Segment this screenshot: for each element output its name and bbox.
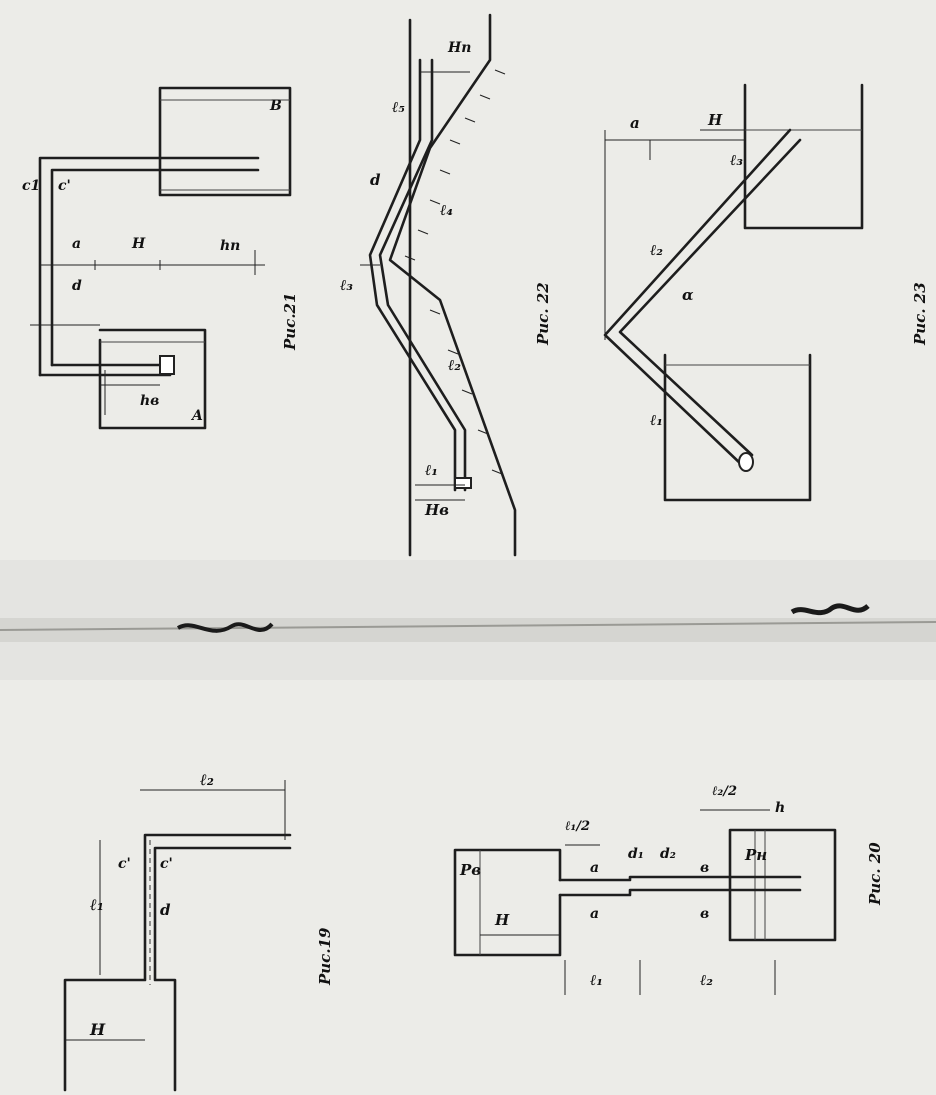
label-hn: hп	[220, 238, 240, 254]
label-l2: ℓ₂	[650, 241, 663, 259]
label-a: a	[72, 236, 81, 252]
label-l4: ℓ₄	[440, 201, 453, 219]
label-a-top: a	[590, 860, 599, 876]
label-Hn: Hп	[447, 40, 471, 56]
label-a-bot: a	[590, 906, 599, 922]
label-c1: c'	[118, 856, 131, 872]
label-l1: ℓ₁	[650, 411, 663, 429]
label-B: B	[269, 98, 282, 114]
label-l3: ℓ₃	[730, 151, 743, 169]
label-l1half: ℓ₁/2	[565, 819, 590, 834]
caption-fig21: Рис.21	[281, 293, 299, 351]
label-b-bot: в	[700, 906, 709, 922]
label-l5: ℓ₅	[392, 98, 405, 116]
label-l2half: ℓ₂/2	[712, 784, 737, 799]
label-l1: ℓ₁	[590, 971, 603, 989]
label-b-top: в	[700, 860, 709, 876]
label-H: H	[494, 911, 510, 929]
label-l2: ℓ₂	[700, 971, 713, 989]
label-H: H	[89, 1020, 106, 1039]
label-A: A	[190, 408, 203, 424]
staple-right	[790, 603, 870, 616]
label-c1b: c'	[58, 178, 71, 194]
label-d: d	[370, 171, 381, 189]
label-l1: ℓ₁	[425, 461, 438, 479]
caption-fig23: Рис. 23	[911, 282, 929, 346]
label-l3: ℓ₃	[340, 276, 353, 294]
figure-20: Pв Pн H ℓ₁ ℓ₂ ℓ₁/2 ℓ₂/2 d₁ d₂ a a в в h …	[453, 784, 884, 995]
label-l2: ℓ₂	[448, 356, 461, 374]
caption-fig22: Рис. 22	[534, 282, 552, 346]
label-Hv: Hв	[424, 501, 449, 519]
label-hv: hв	[140, 393, 159, 409]
caption-fig19: Рис.19	[316, 927, 334, 986]
figure-21: c1 c' a d H hп hв A B Рис.21	[22, 86, 299, 430]
staple-left	[176, 622, 274, 633]
label-l1: ℓ₁	[89, 895, 104, 914]
caption-fig20: Рис. 20	[866, 842, 884, 906]
label-alpha: α	[682, 286, 694, 304]
label-d2: d₂	[660, 846, 676, 862]
figure-22: ℓ₁ Hв ℓ₂ ℓ₃ ℓ₄ ℓ₅ d Hп Рис. 22	[340, 13, 552, 557]
label-a: a	[630, 114, 640, 132]
label-d: d	[72, 278, 82, 294]
label-H: H	[707, 111, 723, 129]
label-pv: Pв	[459, 861, 481, 879]
label-c2: c'	[160, 856, 173, 872]
label-c1a: c1	[22, 178, 40, 194]
label-H: H	[131, 236, 146, 252]
label-h: h	[775, 800, 785, 816]
label-l2: ℓ₂	[199, 770, 214, 789]
label-d: d	[160, 901, 171, 919]
label-d1: d₁	[628, 846, 644, 862]
label-pn: Pн	[744, 846, 767, 864]
figure-23: a H ℓ₁ ℓ₂ ℓ₃ α Рис. 23	[603, 83, 929, 502]
figure-19: H ℓ₁ ℓ₂ d c' c' Рис.19	[63, 770, 334, 1092]
